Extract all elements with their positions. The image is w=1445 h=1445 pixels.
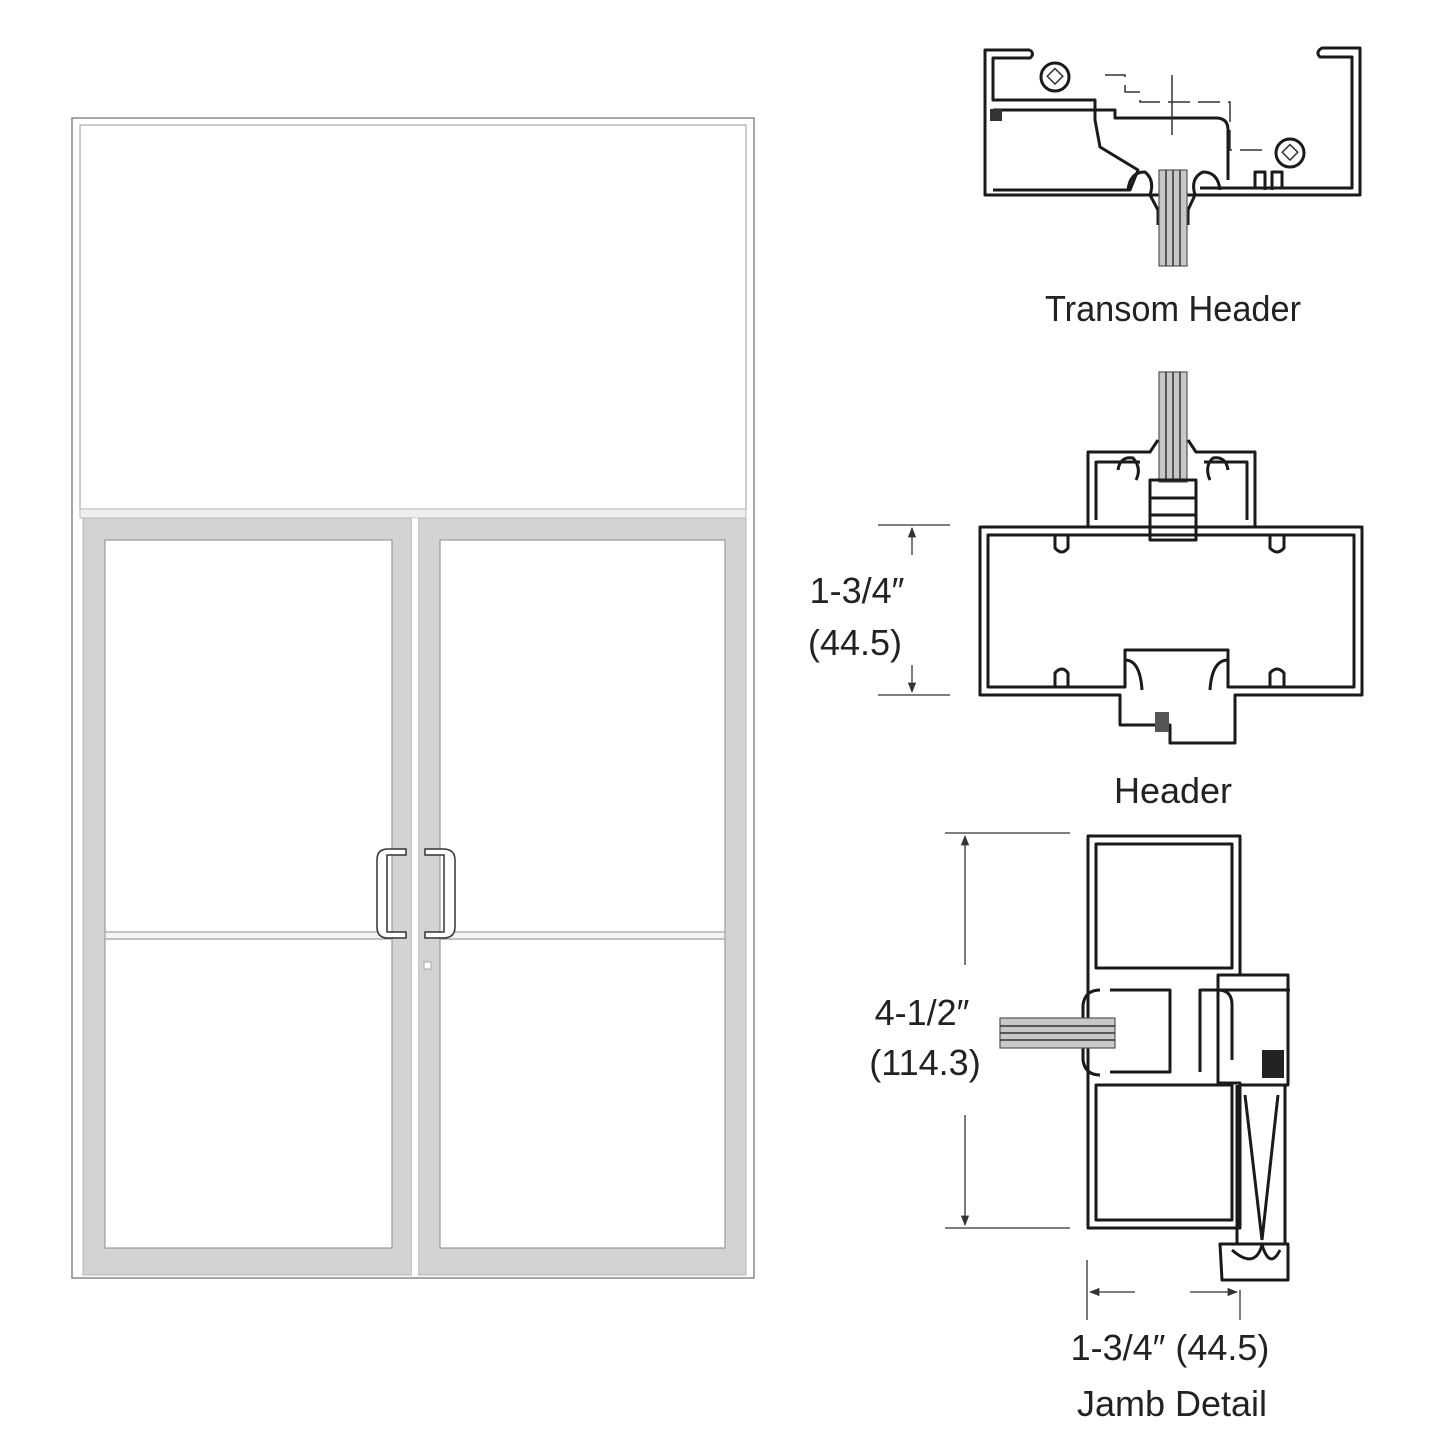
jamb-height-metric: (114.3)	[869, 1042, 980, 1083]
right-pull-handle	[424, 848, 456, 939]
transom-glass	[79, 124, 747, 510]
transom-header-label: Transom Header	[1045, 288, 1301, 329]
left-pull-handle	[376, 848, 407, 939]
right-door-upper-glass	[439, 539, 726, 933]
lock-cylinder	[423, 961, 432, 970]
door-elevation	[71, 117, 755, 1279]
jamb-width-dim: 1-3/4″ (44.5)	[1071, 1327, 1270, 1368]
right-door-lower-glass	[439, 938, 726, 1249]
header-dim-fraction: 1-3/4″	[810, 570, 905, 611]
header-dim-metric: (44.5)	[808, 622, 902, 663]
header-label: Header	[1114, 770, 1232, 811]
left-door-lower-glass	[104, 938, 393, 1249]
jamb-detail-label: Jamb Detail	[1077, 1383, 1267, 1424]
left-door-upper-glass	[104, 539, 393, 933]
transom-header-section: Transom Header	[983, 46, 1362, 329]
transom-bar	[79, 508, 747, 519]
header-section: 1-3/4″ (44.5) Header	[808, 371, 1364, 811]
jamb-detail-section: 4-1/2″ (114.3) 1-3/4″ (44.5) Jamb Detail	[869, 832, 1290, 1424]
meeting-stile-gap	[412, 518, 418, 1275]
right-door-mid-rail	[439, 931, 726, 940]
jamb-height-fraction: 4-1/2″	[875, 992, 970, 1033]
left-door-mid-rail	[104, 931, 393, 940]
